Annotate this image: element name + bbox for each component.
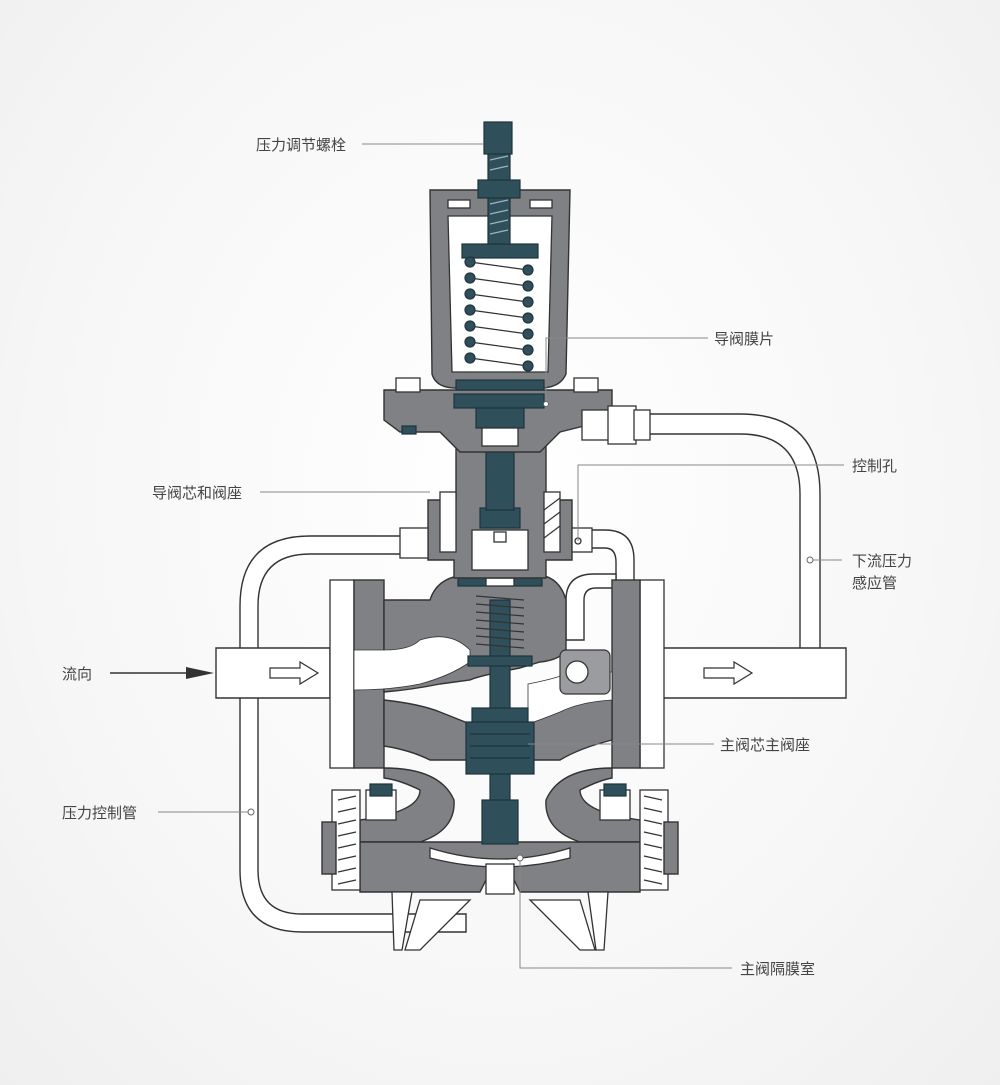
- main-valve-stem: [457, 571, 543, 845]
- flow-direction-arrow: [110, 667, 214, 679]
- left-clamp-bolts: [321, 783, 397, 891]
- label-diaphragm-chamber: 主阀隔膜室: [740, 960, 815, 978]
- main-diaphragm-chamber: [359, 841, 641, 951]
- pilot-lower-body: [399, 431, 593, 579]
- right-clamp-bolts: [599, 783, 679, 891]
- label-flow-direction: 流向: [62, 665, 92, 683]
- inlet-flow-arrow: [269, 660, 320, 686]
- label-pilot-core-seat: 导阀芯和阀座: [152, 484, 242, 502]
- leader-lines: [158, 143, 844, 969]
- label-main-core-seat: 主阀芯主阀座: [720, 736, 810, 754]
- pilot-bonnet: [429, 189, 571, 391]
- label-downstream-line1: 下流压力: [852, 552, 912, 570]
- label-control-hole: 控制孔: [852, 457, 897, 475]
- adjusting-bolt: [477, 121, 521, 245]
- downstream-sensing-pipe: [647, 413, 821, 651]
- label-downstream-line2: 感应管: [852, 574, 897, 592]
- main-valve-body: [329, 574, 665, 843]
- pilot-mid-body: [383, 377, 651, 453]
- label-pilot-diaphragm: 导阀膜片: [714, 330, 774, 348]
- outlet-flow-arrow: [703, 660, 754, 686]
- label-control-pipe: 压力控制管: [62, 804, 137, 822]
- label-adjust-bolt: 压力调节螺栓: [256, 136, 346, 154]
- pressure-control-pipe: [239, 535, 467, 933]
